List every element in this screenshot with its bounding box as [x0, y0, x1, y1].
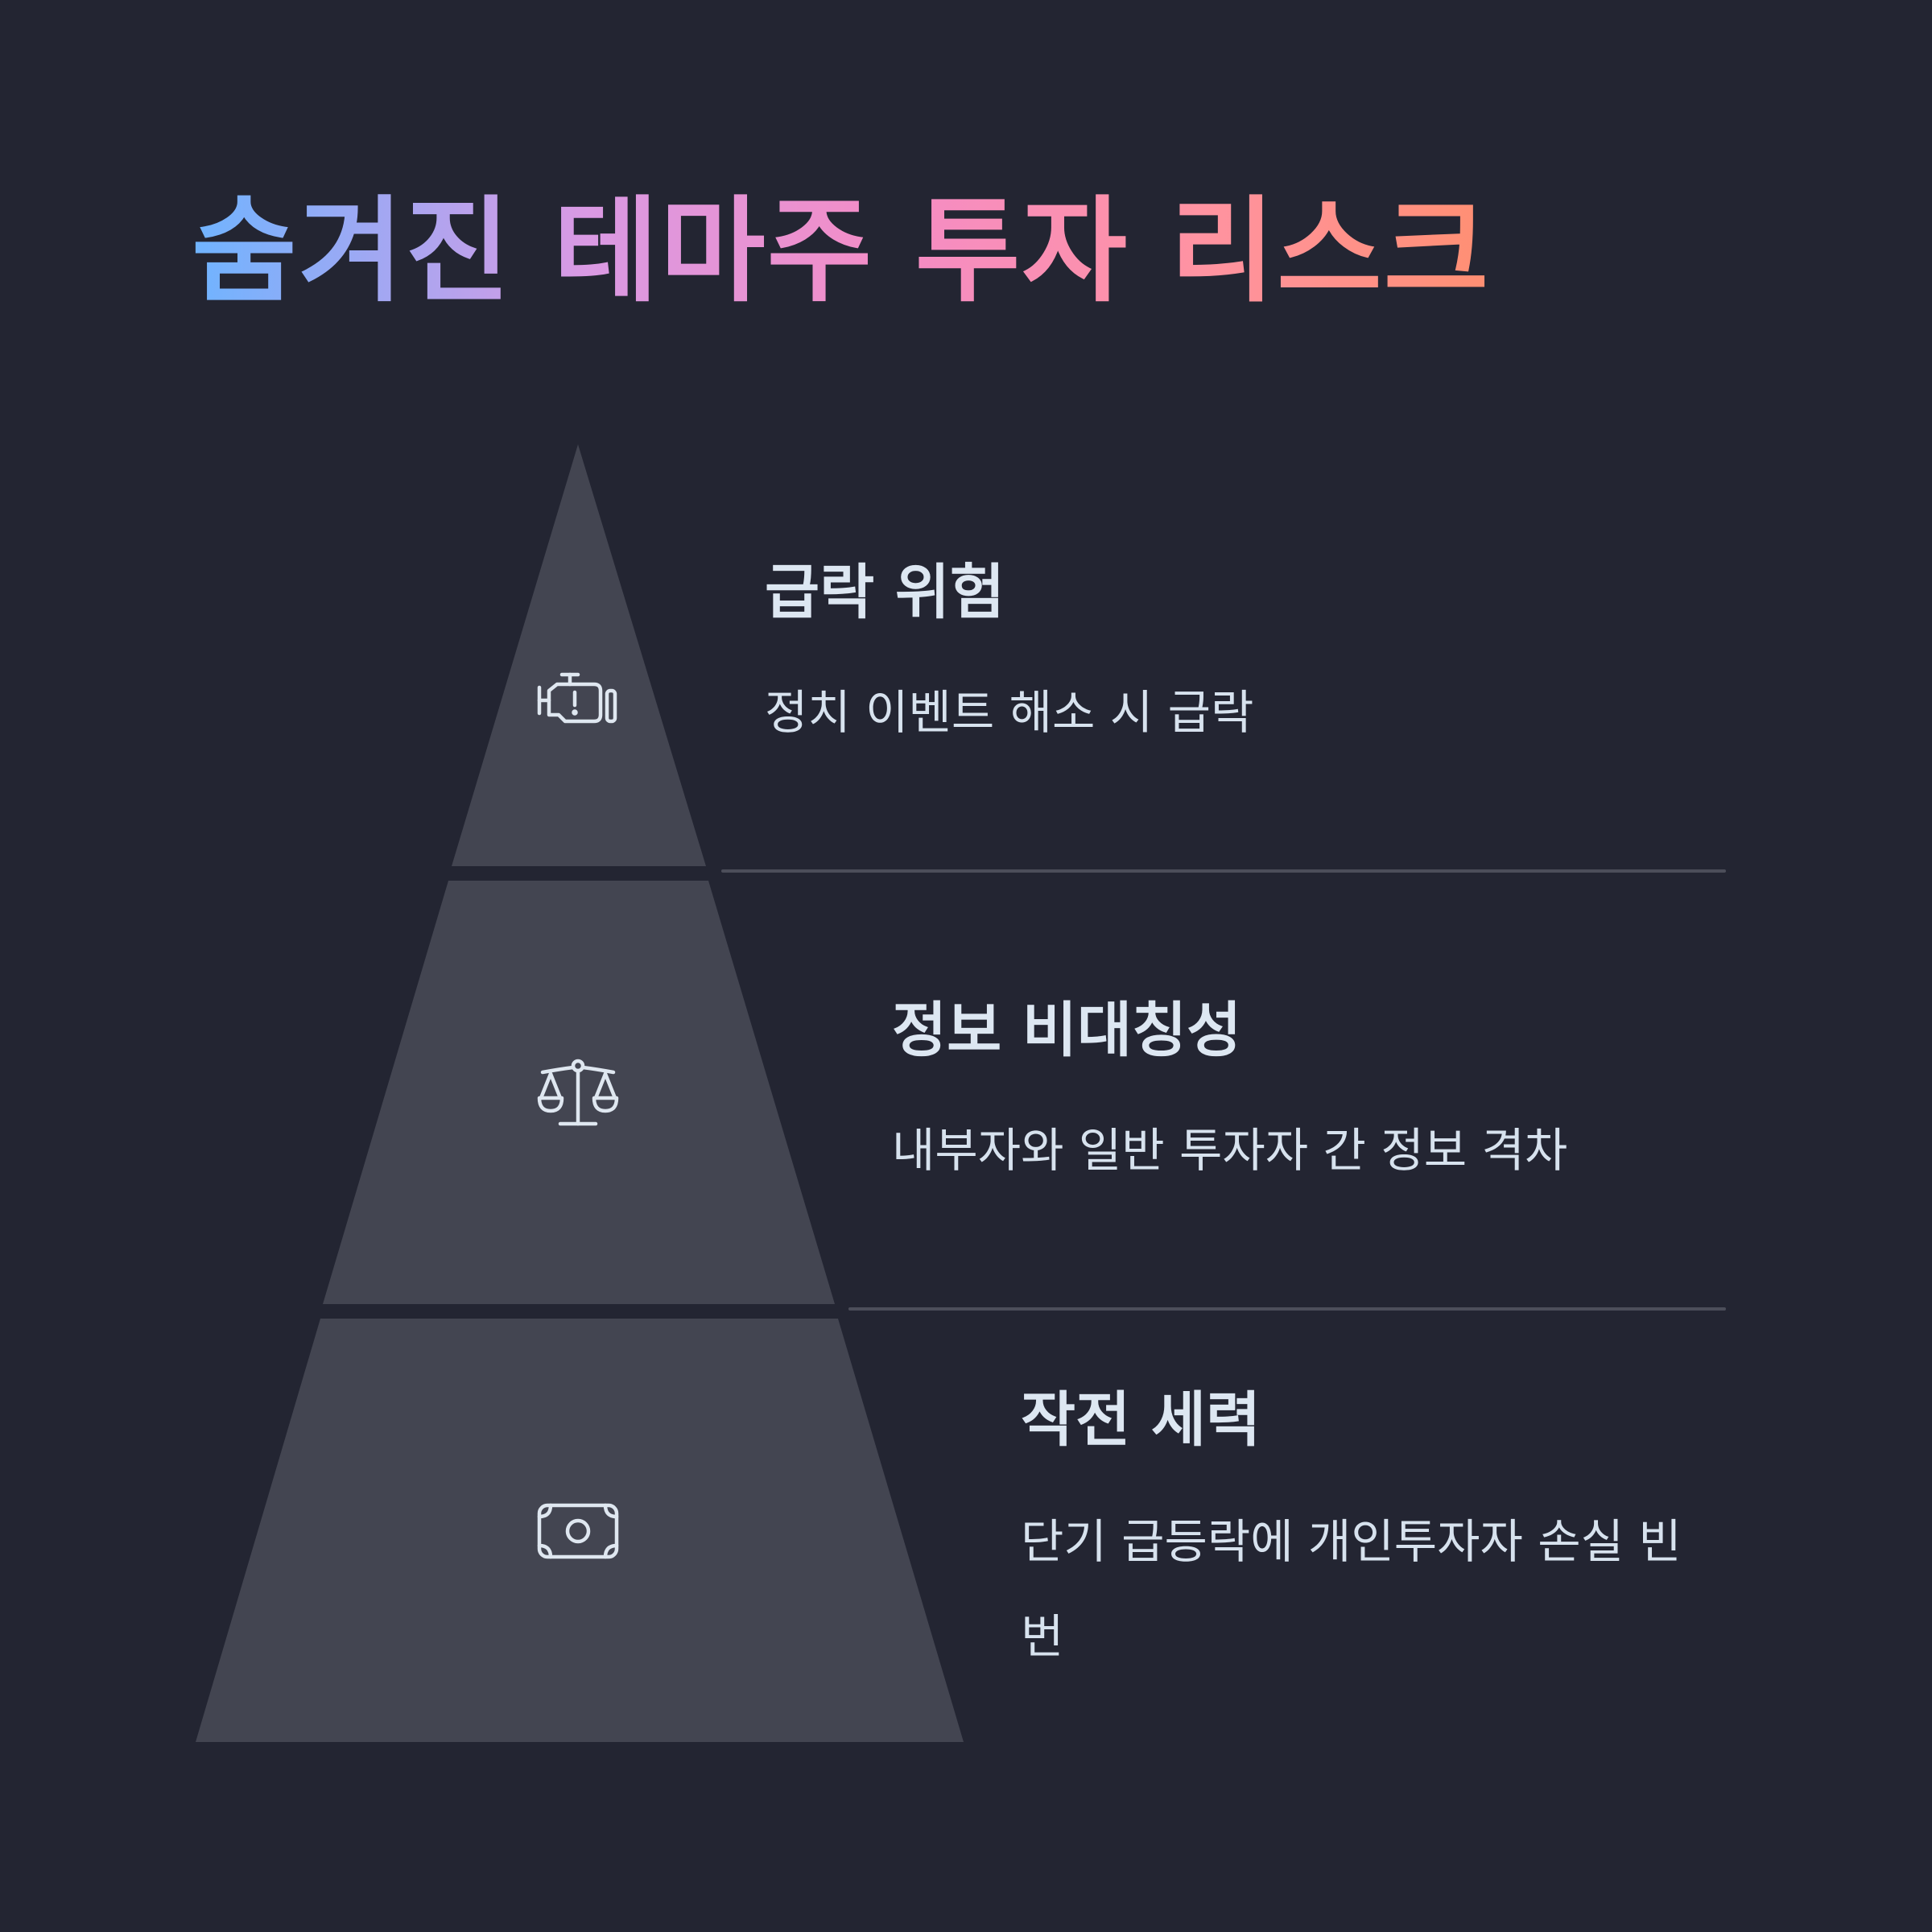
tier-desc-crash-risk: 정치 이벤트 해소 시 급락 [765, 685, 1254, 740]
pyramid-tier-bottom [196, 1319, 964, 1742]
divider-top [721, 869, 1726, 873]
pyramid-tier-top [452, 444, 706, 866]
engine-warning-icon [536, 667, 620, 750]
tier-title-info-asymmetry: 정보 비대칭성 [892, 996, 1242, 1065]
page-title: 숨겨진 테마주 투자 리스크 [192, 184, 1490, 320]
divider-middle [848, 1307, 1726, 1311]
tier-desc-manipulation: 단기 급등락에 개인투자자 손실 빈번 [1021, 1514, 1682, 1664]
tier-desc-info-asymmetry: 내부자와 일반 투자자 간 정보 격차 [892, 1123, 1568, 1178]
tier-title-crash-risk: 급락 위험 [765, 558, 1005, 627]
banknote-icon [536, 1489, 620, 1573]
tier-title-manipulation: 작전 세력 [1021, 1385, 1261, 1455]
balance-scale-icon [536, 1051, 620, 1135]
